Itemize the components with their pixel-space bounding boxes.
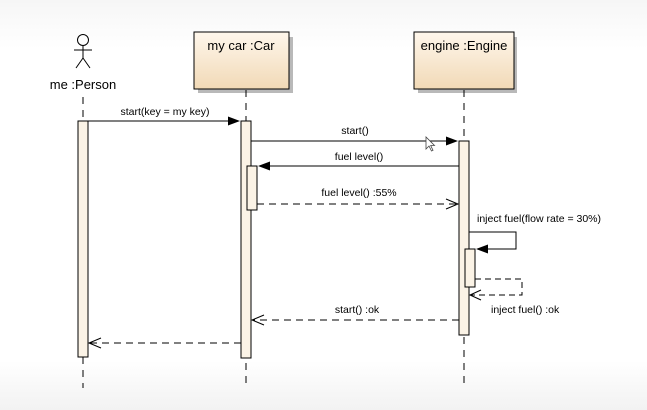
- participant-label-car: my car :Car: [207, 38, 275, 53]
- activation-bar-engine-nested: [464, 248, 476, 288]
- activation-bar-person: [77, 120, 89, 358]
- message-return-to-person[interactable]: [87, 337, 241, 349]
- message-fuel-level[interactable]: fuel level(): [258, 151, 459, 171]
- filled-arrowhead-icon: [446, 136, 458, 146]
- participant-header-box: [413, 31, 515, 90]
- message-start[interactable]: start(): [251, 125, 458, 146]
- message-fuel-level-return[interactable]: fuel level() :55%: [257, 187, 460, 210]
- message-inject-fuel[interactable]: inject fuel(flow rate = 30%): [469, 213, 601, 254]
- message-start-key[interactable]: start(key = my key): [88, 106, 240, 126]
- message-label: start(key = my key): [121, 106, 210, 118]
- message-label: start() :ok: [335, 304, 380, 316]
- actor-stick-figure-icon: [74, 34, 92, 69]
- mouse-pointer-icon: [425, 136, 436, 152]
- participant-label-engine: engine :Engine: [421, 38, 508, 53]
- activation-bar-engine: [458, 140, 470, 336]
- participant-car[interactable]: my car :Car: [193, 31, 293, 93]
- participant-engine[interactable]: engine :Engine: [413, 31, 517, 93]
- message-label: inject fuel(flow rate = 30%): [477, 213, 601, 225]
- message-inject-fuel-return[interactable]: inject fuel() :ok: [468, 278, 560, 316]
- participant-header-box: [193, 31, 290, 90]
- filled-arrowhead-icon: [476, 244, 488, 254]
- message-label: fuel level() :55%: [321, 187, 396, 199]
- filled-arrowhead-icon: [258, 161, 270, 171]
- participant-person[interactable]: me :Person: [50, 34, 116, 93]
- open-arrowhead-icon: [468, 289, 482, 301]
- message-label: fuel level(): [335, 151, 383, 163]
- filled-arrowhead-icon: [228, 116, 240, 126]
- open-arrowhead-icon: [87, 337, 102, 349]
- open-arrowhead-icon: [445, 198, 460, 210]
- message-start-return[interactable]: start() :ok: [250, 304, 459, 326]
- activation-bar-car: [240, 120, 252, 359]
- open-arrowhead-icon: [250, 314, 265, 326]
- message-label: inject fuel() :ok: [491, 304, 560, 316]
- message-label: start(): [341, 125, 368, 137]
- participant-label-person: me :Person: [50, 77, 116, 92]
- activation-bar-car-nested: [246, 165, 258, 211]
